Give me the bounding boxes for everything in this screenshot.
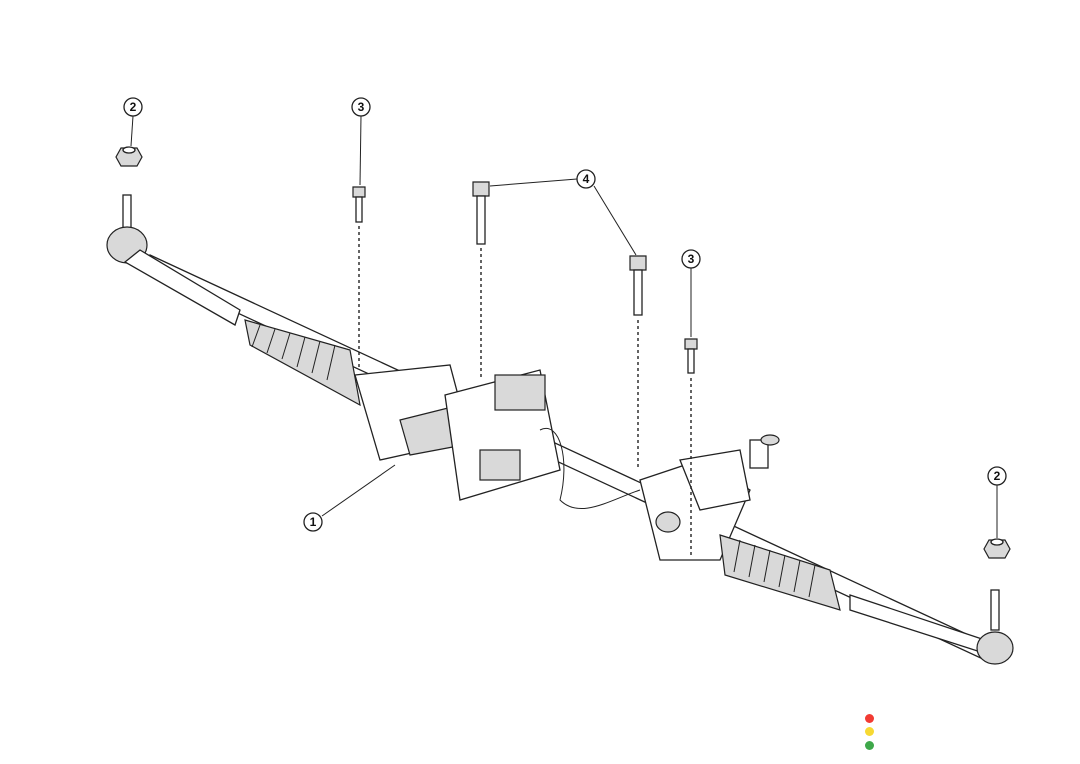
svg-text:3: 3 bbox=[688, 252, 695, 266]
bolt-3-left bbox=[352, 186, 366, 370]
status-dot-yellow bbox=[865, 727, 874, 736]
electric-motor-housing bbox=[354, 364, 561, 501]
status-dot-green bbox=[865, 741, 874, 750]
svg-text:1: 1 bbox=[310, 515, 317, 529]
left-tie-rod-end bbox=[106, 194, 241, 326]
svg-text:2: 2 bbox=[994, 469, 1001, 483]
callout-3-right: 3 bbox=[681, 249, 701, 269]
right-bellows-boot bbox=[719, 534, 841, 611]
callout-2-left: 2 bbox=[123, 97, 143, 117]
callout-4: 4 bbox=[576, 169, 596, 189]
bolt-4-left bbox=[472, 181, 490, 380]
tie-rod-nut-left bbox=[115, 146, 143, 167]
left-bellows-boot bbox=[244, 319, 361, 407]
bolt-3-right bbox=[684, 338, 698, 555]
right-tie-rod-end bbox=[849, 589, 1014, 665]
leader-lines bbox=[130, 115, 998, 538]
callout-3-left: 3 bbox=[351, 97, 371, 117]
bolt-4-right bbox=[629, 255, 647, 470]
svg-text:2: 2 bbox=[130, 100, 137, 114]
tie-rod-nut-right bbox=[983, 538, 1011, 559]
callout-1: 1 bbox=[303, 512, 323, 532]
callout-2-right: 2 bbox=[987, 466, 1007, 486]
pinion-housing bbox=[539, 427, 780, 561]
status-dot-red bbox=[865, 714, 874, 723]
steering-rack-assembly bbox=[106, 194, 1014, 665]
svg-text:3: 3 bbox=[358, 100, 365, 114]
svg-text:4: 4 bbox=[583, 172, 590, 186]
